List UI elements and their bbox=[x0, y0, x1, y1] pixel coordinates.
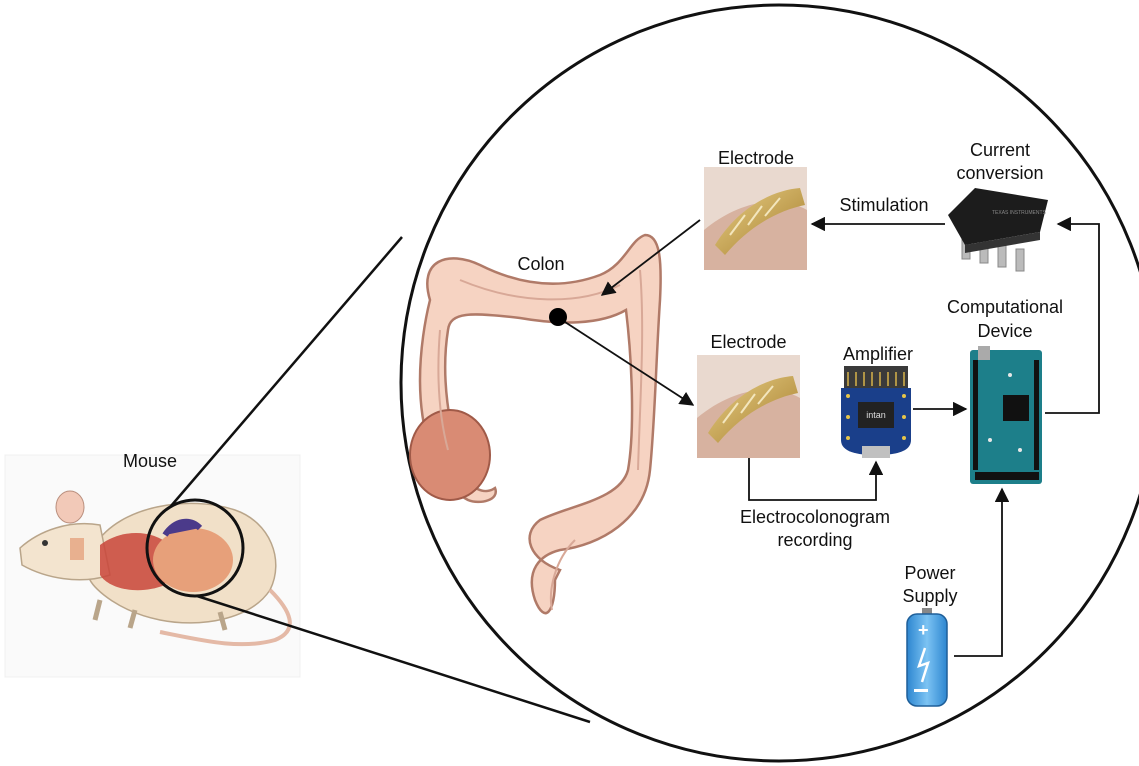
battery-icon: + bbox=[907, 608, 947, 706]
label-current-conversion-2: conversion bbox=[940, 162, 1060, 185]
label-mouse: Mouse bbox=[115, 450, 185, 473]
arduino-board-icon bbox=[970, 346, 1042, 484]
label-computational-device-2: Device bbox=[935, 320, 1075, 343]
amplifier-board-icon: intan bbox=[841, 366, 911, 458]
svg-text:TEXAS INSTRUMENTS: TEXAS INSTRUMENTS bbox=[992, 210, 1047, 216]
label-colon: Colon bbox=[506, 253, 576, 276]
label-ecg-1: Electrocolonogram bbox=[713, 506, 917, 529]
label-electrode-bottom: Electrode bbox=[697, 331, 800, 354]
svg-text:+: + bbox=[918, 620, 929, 640]
label-electrode-top: Electrode bbox=[705, 147, 807, 170]
electrode-photo-bottom bbox=[697, 355, 800, 458]
electrode-photo-top bbox=[704, 167, 807, 270]
label-computational-device-1: Computational bbox=[935, 296, 1075, 319]
label-current-conversion-1: Current bbox=[940, 139, 1060, 162]
svg-text:intan: intan bbox=[866, 410, 886, 420]
mouse-illustration bbox=[5, 455, 300, 677]
label-power-supply-2: Supply bbox=[890, 585, 970, 608]
label-amplifier: Amplifier bbox=[830, 343, 926, 366]
label-ecg-2: recording bbox=[713, 529, 917, 552]
colon-electrode-point bbox=[549, 308, 567, 326]
label-stimulation: Stimulation bbox=[826, 194, 942, 217]
label-power-supply-1: Power bbox=[890, 562, 970, 585]
